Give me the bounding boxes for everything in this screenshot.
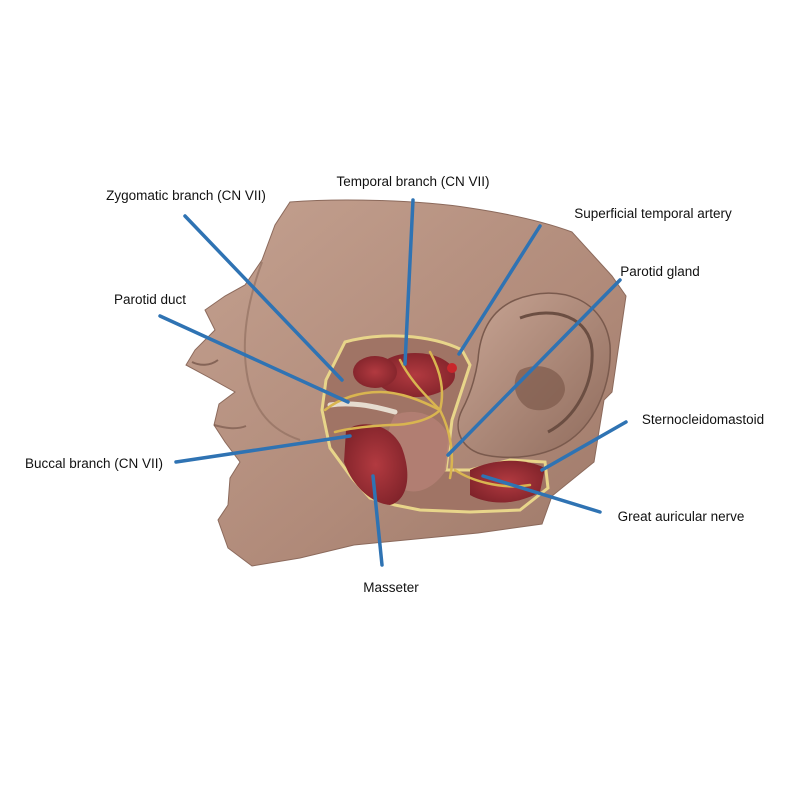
- leader-parotid-duct: [158, 314, 350, 404]
- label-great-auricular-nerve: Great auricular nerve: [618, 509, 745, 524]
- leader-parotid-gland: [446, 278, 622, 457]
- leader-masseter: [371, 474, 384, 567]
- label-temporal-branch: Temporal branch (CN VII): [336, 174, 489, 189]
- lip-contour: [213, 424, 247, 430]
- label-masseter: Masseter: [363, 580, 419, 595]
- leader-zygomatic-branch: [183, 214, 344, 382]
- leader-lines: [158, 198, 628, 567]
- ear-helix: [519, 311, 594, 434]
- leader-buccal-branch: [174, 434, 352, 464]
- dissection-window: [320, 334, 550, 514]
- ear-illustration: [457, 292, 611, 459]
- label-parotid-gland: Parotid gland: [620, 264, 700, 279]
- leader-temporal-branch: [403, 198, 415, 366]
- temporal-artery-mark: [447, 363, 457, 373]
- leader-sternocleidomastoid: [540, 420, 628, 472]
- leader-great-auricular-nerve: [481, 474, 602, 514]
- label-parotid-duct: Parotid duct: [114, 292, 186, 307]
- cheek-contour: [243, 261, 301, 441]
- ear-concha: [514, 366, 565, 411]
- labels: Temporal branch (CN VII) Zygomatic branc…: [25, 174, 764, 595]
- nostril-contour: [191, 359, 219, 366]
- facial-nerve-branches: [323, 350, 532, 488]
- label-superficial-temporal-artery: Superficial temporal artery: [574, 206, 732, 221]
- scm-muscle: [470, 460, 545, 503]
- parotid-duct-vessel: [327, 401, 398, 415]
- upper-muscle-patch: [353, 356, 397, 388]
- masseter-muscle: [344, 424, 408, 505]
- label-zygomatic-branch: Zygomatic branch (CN VII): [106, 188, 266, 203]
- leader-superficial-temporal-artery: [457, 224, 542, 356]
- label-buccal-branch: Buccal branch (CN VII): [25, 456, 163, 471]
- label-sternocleidomastoid: Sternocleidomastoid: [642, 412, 764, 427]
